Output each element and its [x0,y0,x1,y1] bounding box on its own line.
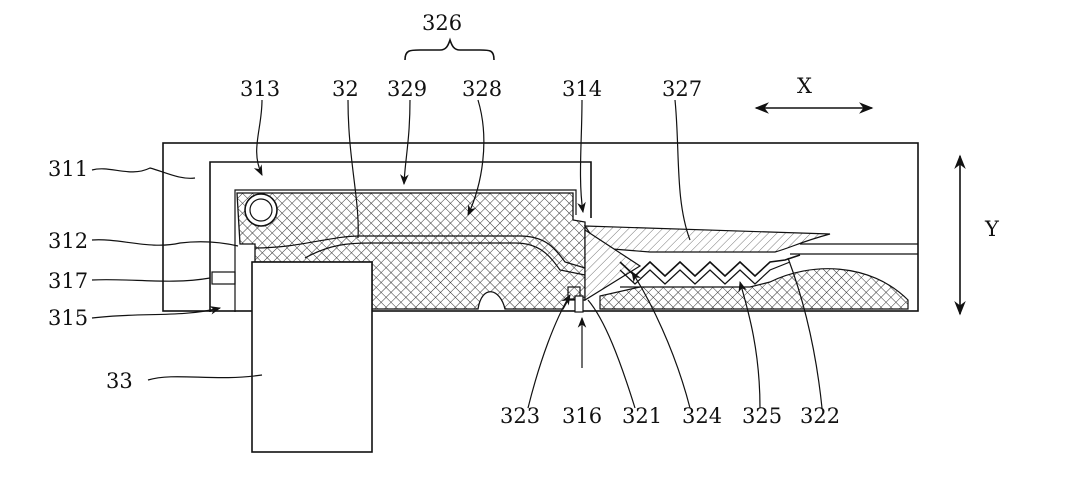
strip-327 [585,226,830,252]
leader-313 [257,100,262,175]
label-313: 313 [240,77,280,101]
block-316 [575,296,583,312]
label-y: Y [984,217,1000,241]
leader-311 [92,168,195,178]
label-311: 311 [48,157,88,181]
label-326: 326 [422,11,462,35]
leader-315 [92,308,220,318]
label-327: 327 [662,77,702,101]
brace-326 [405,40,494,60]
leader-314 [580,100,583,212]
notch-317 [212,272,235,284]
label-312: 312 [48,229,88,253]
block-33 [252,262,372,452]
label-315: 315 [48,306,88,330]
leader-317 [92,278,210,281]
leader-323 [528,295,570,408]
label-x: X [797,74,812,98]
label-321: 321 [622,404,662,428]
label-323: 323 [500,404,540,428]
label-33: 33 [106,369,133,393]
leader-33 [148,375,262,380]
label-325: 325 [742,404,782,428]
leader-321 [588,300,635,408]
label-32: 32 [332,77,359,101]
label-316: 316 [562,404,602,428]
label-328: 328 [462,77,502,101]
label-322: 322 [800,404,840,428]
label-329: 329 [387,77,427,101]
label-317: 317 [48,269,88,293]
leader-329 [404,100,410,184]
leader-327 [675,100,690,240]
leader-312 [92,240,238,246]
roller-inner [250,199,272,221]
label-324: 324 [682,404,722,428]
label-314: 314 [562,77,602,101]
